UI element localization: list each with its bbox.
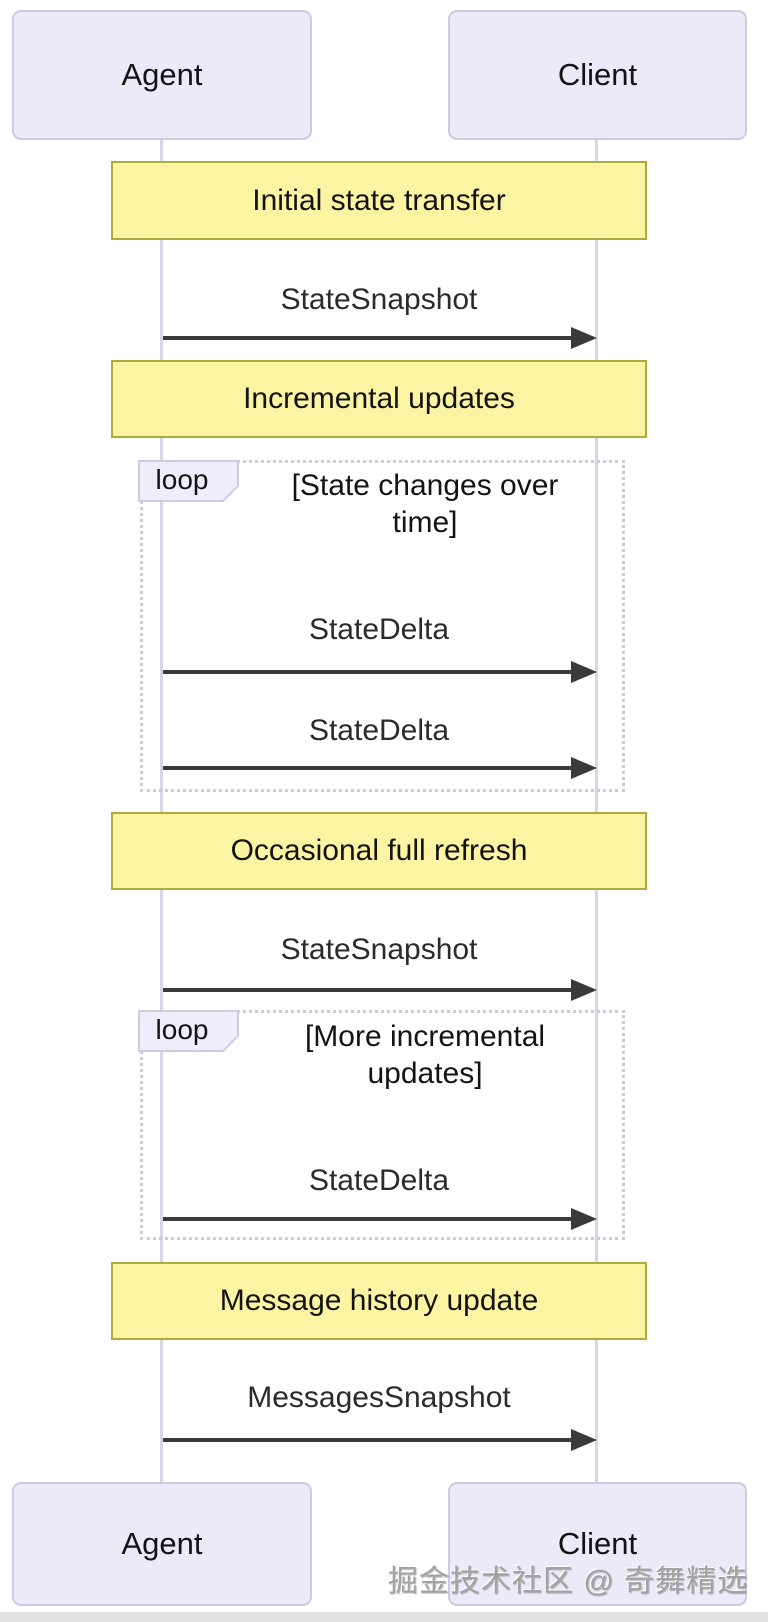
loop-tag-label: loop bbox=[155, 1014, 209, 1045]
loop-condition-2: [More incremental updates] bbox=[304, 1020, 546, 1090]
message-arrow bbox=[163, 1429, 597, 1451]
arrow-line bbox=[163, 1438, 577, 1442]
arrow-head-icon bbox=[571, 1429, 597, 1451]
message-text: StateSnapshot bbox=[280, 283, 478, 316]
actor-bottom-agent: Agent bbox=[12, 1482, 312, 1606]
actor-label: Client bbox=[557, 1526, 638, 1561]
arrow-head-icon bbox=[571, 661, 597, 683]
loop-tag-shape bbox=[138, 1010, 239, 1052]
message-arrow bbox=[163, 757, 597, 779]
note-message-history-update: Message history update bbox=[111, 1262, 647, 1340]
note-occasional-full-refresh: Occasional full refresh bbox=[111, 812, 647, 890]
lifeline-agent bbox=[160, 140, 163, 1482]
loop-frame-1 bbox=[140, 460, 625, 792]
bottom-edge-strip bbox=[0, 1612, 768, 1622]
message-label: MessagesSnapshot bbox=[161, 1381, 597, 1415]
message-label: StateSnapshot bbox=[161, 933, 597, 967]
note-label: Incremental updates bbox=[243, 382, 515, 415]
arrow-line bbox=[163, 1217, 577, 1221]
message-arrow bbox=[163, 979, 597, 1001]
arrow-head-icon bbox=[571, 757, 597, 779]
message-text: StateDelta bbox=[308, 714, 450, 747]
arrow-line bbox=[163, 670, 577, 674]
message-arrow bbox=[163, 1208, 597, 1230]
note-label: Message history update bbox=[219, 1284, 539, 1317]
loop-frame-2 bbox=[140, 1010, 625, 1240]
message-text: StateDelta bbox=[308, 613, 450, 646]
arrow-head-icon bbox=[571, 979, 597, 1001]
loop-tag-shape bbox=[138, 460, 239, 502]
note-initial-state-transfer: Initial state transfer bbox=[111, 161, 647, 240]
message-arrow bbox=[163, 661, 597, 683]
watermark: 掘金技术社区 @ 奇舞精选 bbox=[387, 1565, 748, 1598]
arrow-head-icon bbox=[571, 1208, 597, 1230]
arrow-line bbox=[163, 766, 577, 770]
loop-tag-2: loop bbox=[138, 1010, 240, 1052]
arrow-head-icon bbox=[571, 327, 597, 349]
note-label: Occasional full refresh bbox=[230, 834, 528, 867]
message-label: StateDelta bbox=[161, 613, 597, 647]
message-text: StateDelta bbox=[308, 1164, 450, 1197]
note-incremental-updates: Incremental updates bbox=[111, 360, 647, 438]
actor-bottom-client: Client bbox=[448, 1482, 747, 1606]
arrow-line bbox=[163, 336, 577, 340]
message-text: StateSnapshot bbox=[280, 933, 478, 966]
actor-top-client: Client bbox=[448, 10, 747, 140]
actor-label: Agent bbox=[121, 1526, 203, 1561]
actor-label: Agent bbox=[121, 57, 203, 92]
actor-top-agent: Agent bbox=[12, 10, 312, 140]
message-text: MessagesSnapshot bbox=[247, 1381, 511, 1414]
loop-tag-1: loop bbox=[138, 460, 240, 502]
message-label: StateDelta bbox=[161, 714, 597, 748]
note-label: Initial state transfer bbox=[252, 183, 506, 217]
message-label: StateSnapshot bbox=[161, 283, 597, 317]
actor-label: Client bbox=[557, 57, 638, 92]
message-label: StateDelta bbox=[161, 1164, 597, 1198]
loop-tag-label: loop bbox=[155, 464, 209, 495]
lifeline-client bbox=[595, 140, 598, 1482]
message-arrow bbox=[163, 327, 597, 349]
arrow-line bbox=[163, 988, 577, 992]
loop-condition-1: [State changes over time] bbox=[291, 469, 559, 539]
